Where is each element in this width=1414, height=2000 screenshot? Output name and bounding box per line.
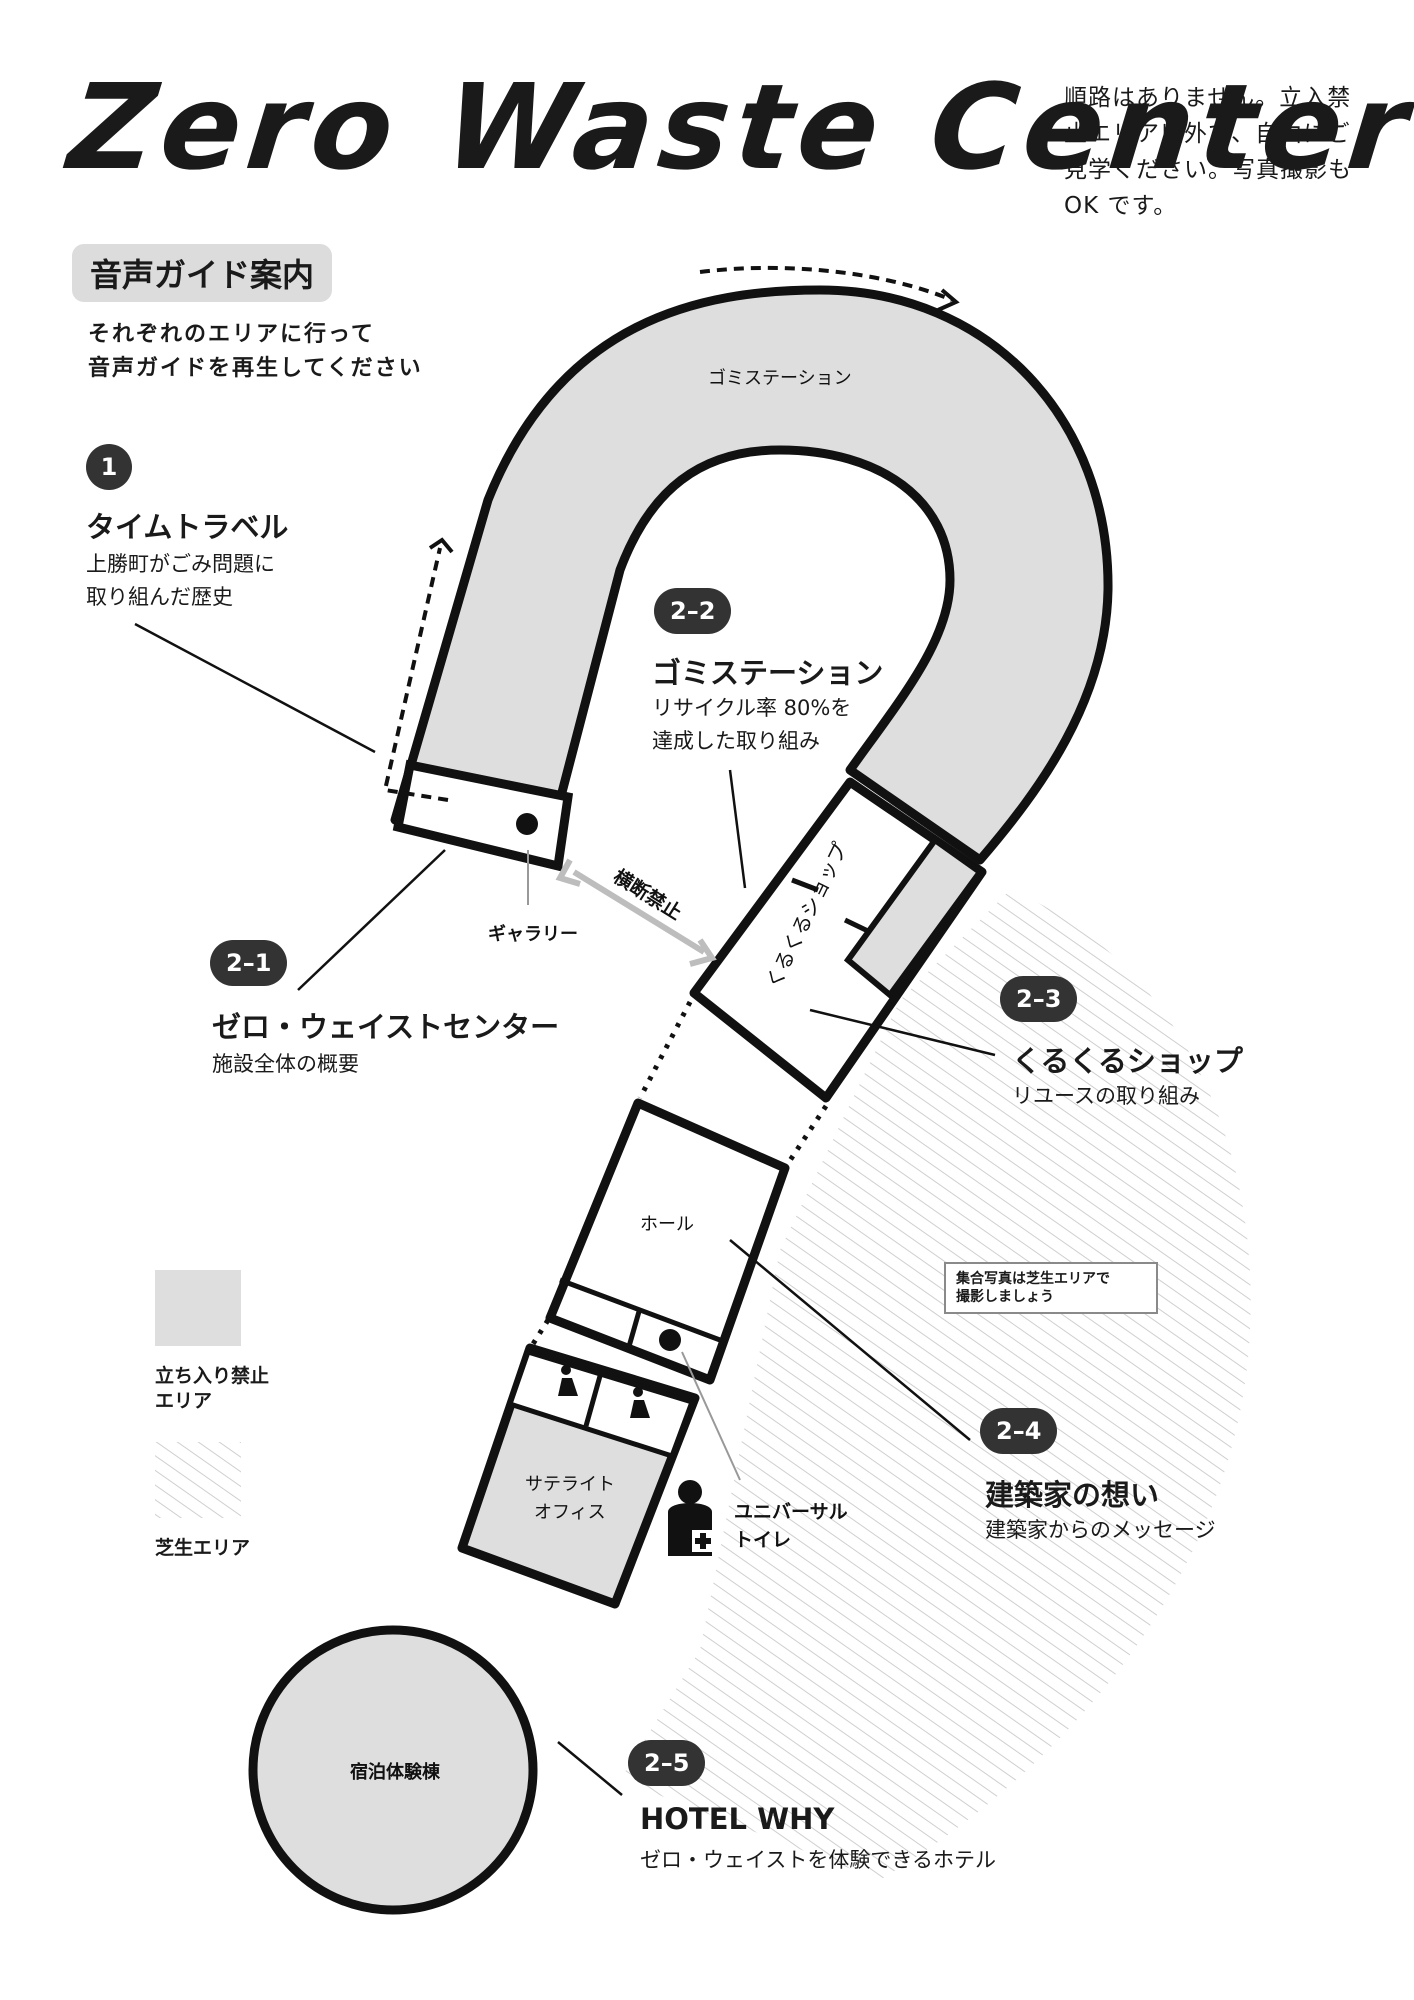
spot-2-2-title[interactable]: ゴミステーション — [652, 656, 884, 690]
horseshoe-restricted-area — [390, 285, 1113, 865]
spot-2-5-title[interactable]: HOTEL WHY — [640, 1802, 835, 1836]
photo-note: 集合写真は芝生エリアで 撮影しましょう — [944, 1262, 1158, 1314]
person-plus-icon — [668, 1480, 714, 1556]
spot-1-badge[interactable]: 1 — [86, 444, 132, 490]
hotel-building-label: 宿泊体験棟 — [350, 1761, 441, 1783]
spot-2-4-desc: 建築家からのメッセージ — [985, 1518, 1216, 1542]
spot-2-2-desc: リサイクル率 80%を 達成した取り組み — [652, 696, 852, 753]
spot-2-4-badge[interactable]: 2–4 — [980, 1408, 1058, 1454]
spot-2-2-badge[interactable]: 2–2 — [654, 588, 732, 634]
spot-2-3-badge[interactable]: 2–3 — [1000, 976, 1078, 1022]
spot-1-desc: 上勝町がごみ問題に 取り組んだ歴史 — [86, 552, 275, 609]
gallery-map-label: ギャラリー — [488, 924, 578, 945]
audio-guide-badge: 音声ガイド案内 — [72, 244, 333, 302]
dot-marker-icon — [516, 813, 538, 835]
universal-line1: ユニバーサル — [734, 1501, 848, 1523]
satellite-line2: オフィス — [534, 1502, 606, 1523]
universal-line2: トイレ — [734, 1529, 791, 1551]
spot-2-1-badge[interactable]: 2–1 — [210, 940, 288, 986]
intro-text: 順路はありません。立入禁止エリア以外で、自由にご見学ください。写真撮影も OK … — [1064, 85, 1352, 219]
garbage-station-map-label: ゴミステーション — [708, 368, 852, 389]
audio-guide-note: それぞれのエリアに行って 音声ガイドを再生してください — [88, 322, 423, 381]
hall-building — [545, 1098, 790, 1385]
restroom-strip — [506, 1348, 696, 1460]
double-arrow-icon — [555, 858, 717, 967]
lawn-area — [620, 890, 1251, 1880]
spot-2-5-desc: ゼロ・ウェイストを体験できるホテル — [640, 1848, 996, 1872]
satellite-line1: サテライト — [525, 1474, 615, 1495]
spot-2-3-desc: リユースの取り組み — [1012, 1084, 1200, 1108]
hotel-building — [248, 1625, 538, 1915]
spot-2-4-title[interactable]: 建築家の想い — [985, 1478, 1160, 1512]
spot-2-1-desc: 施設全体の概要 — [212, 1052, 359, 1076]
shop-storage — [843, 835, 985, 1000]
spot-1-title[interactable]: タイムトラベル — [86, 510, 289, 544]
dashed-arrow-icon — [699, 265, 953, 302]
hall-map-label: ホール — [640, 1214, 694, 1235]
legend-lawn-label: 芝生エリア — [155, 1537, 251, 1559]
spot-2-3-title[interactable]: くるくるショップ — [1012, 1044, 1243, 1078]
legend-lawn-swatch — [155, 1442, 241, 1518]
gallery-room — [392, 759, 574, 872]
restroom-icon — [558, 1365, 650, 1418]
legend-restricted-label: 立ち入り禁止 エリア — [155, 1365, 270, 1412]
spot-2-5-badge[interactable]: 2–5 — [628, 1740, 706, 1786]
universal-toilet-dot-icon — [659, 1329, 681, 1351]
legend-restricted-swatch — [155, 1270, 241, 1346]
spot-2-1-title[interactable]: ゼロ・ウェイストセンター — [212, 1010, 560, 1044]
dashed-arrow-left — [382, 547, 449, 802]
